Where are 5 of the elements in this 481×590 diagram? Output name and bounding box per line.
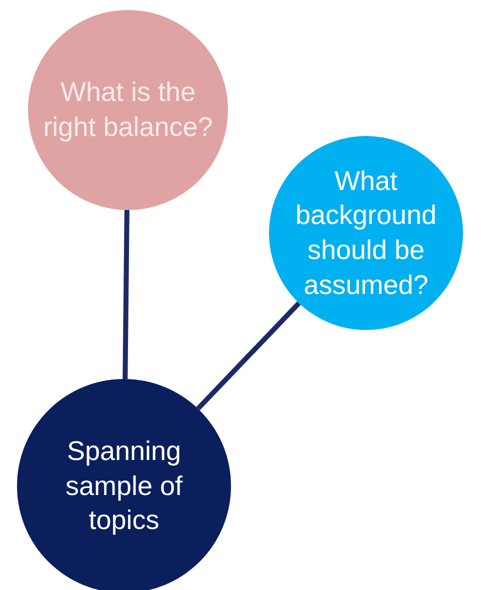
topic-text: Spanning sample of topics (64, 435, 184, 538)
connector-line (122, 210, 130, 380)
connector-line (196, 301, 301, 410)
topic-text: What is the right balance? (42, 76, 214, 144)
topic-text: What background should be assumed? (294, 164, 438, 302)
